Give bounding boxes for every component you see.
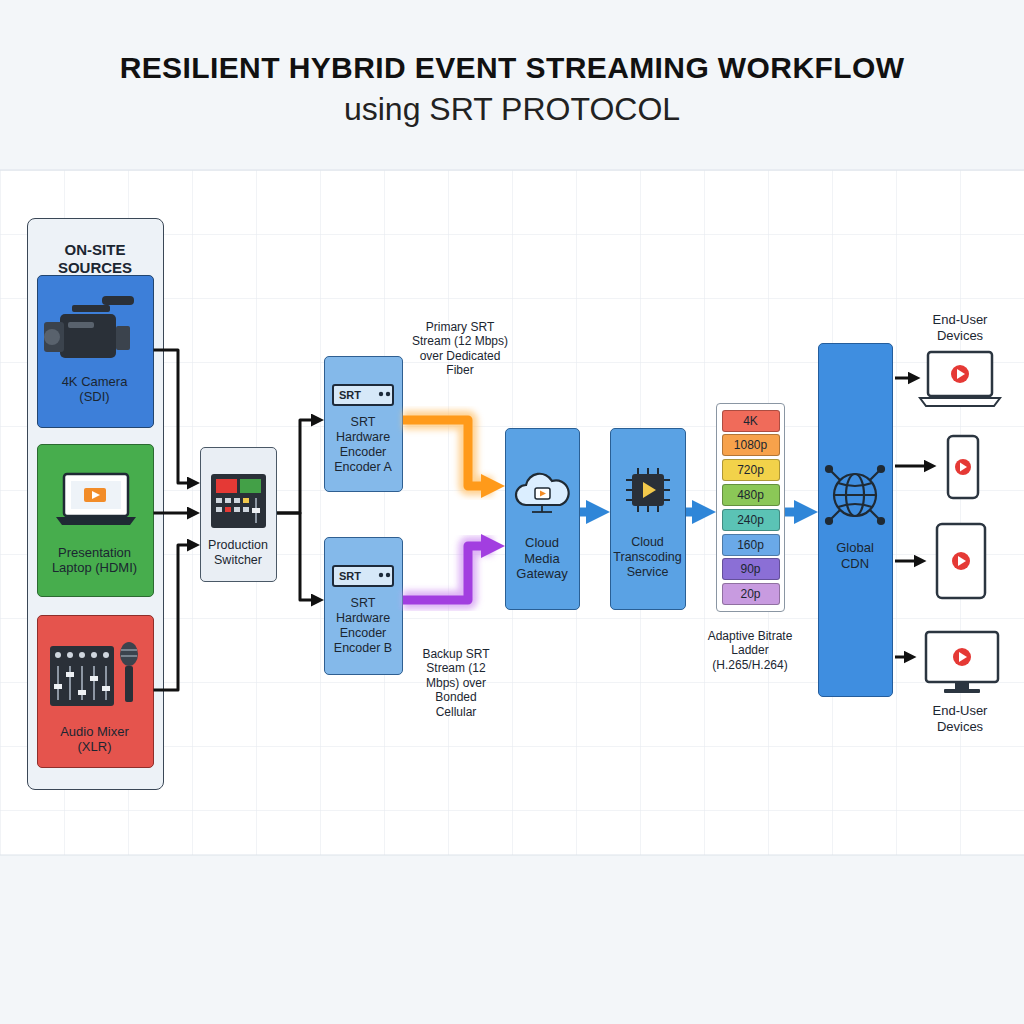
- ladder-rung: 240p: [722, 509, 780, 531]
- srt-stream: [403, 546, 493, 600]
- monitor-device: [926, 632, 998, 693]
- node-label: Presentation Laptop (HDMI): [47, 545, 143, 576]
- connector-arrow: [686, 508, 704, 517]
- connector-arrow: [580, 508, 598, 517]
- node-label: 90p: [722, 562, 780, 576]
- node-label: 20p: [722, 587, 780, 601]
- phone-device: [955, 459, 971, 475]
- tablet-device: [937, 524, 985, 598]
- laptop-device: [957, 369, 965, 379]
- node-label: Production Switcher: [200, 538, 277, 568]
- connector-glow: [403, 546, 493, 600]
- node-label: 240p: [722, 513, 780, 527]
- tablet-device: [937, 524, 985, 598]
- node-label: 160p: [722, 538, 780, 552]
- device-arrow: [895, 378, 930, 657]
- grid-border: [0, 855, 1024, 856]
- node-label: SRT Hardware Encoder Encoder B: [327, 596, 399, 656]
- device-arrow: [895, 377, 914, 380]
- cloud-box: Cloud Transcoding Service: [610, 428, 686, 610]
- phone-device: [948, 436, 978, 498]
- grid-area: [0, 170, 1024, 855]
- connector-arrow: [154, 545, 194, 690]
- group-box: ON-SITE SOURCES 4K Camera (SDI) Presentati…: [27, 218, 164, 790]
- source-box: Presentation Laptop (HDMI): [37, 444, 154, 597]
- node-label: 4K: [722, 414, 780, 428]
- device-label: End-User Devices: [922, 312, 998, 343]
- edge-label: Backup SRT Stream (12 Mbps) over Bonded …: [416, 647, 496, 719]
- laptop-device: [951, 365, 969, 383]
- phone-device: [948, 436, 978, 498]
- connector-arrow: [154, 350, 194, 483]
- node-label: Global CDN: [825, 540, 885, 571]
- grid: [0, 170, 1024, 855]
- node-label: Audio Mixer (XLR): [50, 724, 140, 755]
- subtitle: using SRT PROTOCOL: [112, 90, 912, 128]
- node-label: Cloud Media Gateway: [511, 535, 573, 582]
- device-label: SRT: [332, 384, 394, 406]
- connector-glow: [403, 420, 493, 486]
- monitor-device: [953, 648, 971, 666]
- device-arrow: [895, 656, 910, 659]
- bitrate-ladder: Adaptive Bitrate Ladder (H.265/H.264)4K1…: [716, 403, 785, 612]
- connector-arrow: [277, 513, 318, 600]
- edge-label: Primary SRT Stream (12 Mbps) over Dedica…: [406, 320, 514, 378]
- node-label: 480p: [722, 488, 780, 502]
- grid-border: [0, 170, 1024, 171]
- node-label: Cloud Transcoding Service: [610, 535, 686, 580]
- tablet-device: [952, 552, 970, 570]
- laptop-device: [920, 398, 1000, 406]
- phone-device: [960, 463, 967, 472]
- node-label: SRT Hardware Encoder Encoder A: [327, 415, 399, 475]
- ladder-rung: 4K: [722, 410, 780, 432]
- monitor-device: [926, 632, 998, 682]
- node-label: 1080p: [722, 438, 780, 452]
- ladder-rung: 480p: [722, 484, 780, 506]
- ladder-rung: 20p: [722, 583, 780, 605]
- ladder-rung: 1080p: [722, 434, 780, 456]
- srt-stream: [403, 420, 493, 486]
- source-box: Audio Mixer (XLR): [37, 615, 154, 768]
- encoder-box: SRT SRT Hardware Encoder Encoder A: [324, 356, 403, 492]
- device-arrow: [895, 465, 930, 468]
- connector-arrow: [277, 420, 318, 513]
- ladder-rung: 90p: [722, 558, 780, 580]
- device-label: SRT: [332, 565, 394, 587]
- cloud-box: Cloud Media Gateway: [505, 428, 580, 610]
- connector-arrow: [785, 508, 806, 517]
- node-label: 720p: [722, 463, 780, 477]
- source-box: 4K Camera (SDI): [37, 275, 154, 428]
- process-box: Production Switcher: [200, 447, 277, 582]
- node-label: 4K Camera (SDI): [55, 374, 135, 405]
- monitor-device: [959, 652, 967, 662]
- laptop-device: [920, 352, 1000, 406]
- encoder-box: SRT SRT Hardware Encoder Encoder B: [324, 537, 403, 675]
- laptop-device: [928, 352, 992, 396]
- monitor-device: [944, 689, 980, 693]
- diagram-title: RESILIENT HYBRID EVENT STREAMING WORKFLO…: [52, 50, 972, 86]
- device-arrow: [895, 560, 920, 563]
- node-label: Adaptive Bitrate Ladder (H.265/H.264): [705, 629, 795, 672]
- ladder-rung: 720p: [722, 459, 780, 481]
- connector-arrow: [154, 512, 194, 515]
- tablet-device: [958, 556, 966, 566]
- cdn-box: Global CDN: [818, 343, 893, 697]
- node-label: ON-SITE SOURCES: [45, 241, 145, 277]
- monitor-device: [955, 682, 969, 690]
- device-label: End-User Devices: [922, 703, 998, 734]
- ladder-rung: 160p: [722, 534, 780, 556]
- header-band: [0, 0, 1024, 170]
